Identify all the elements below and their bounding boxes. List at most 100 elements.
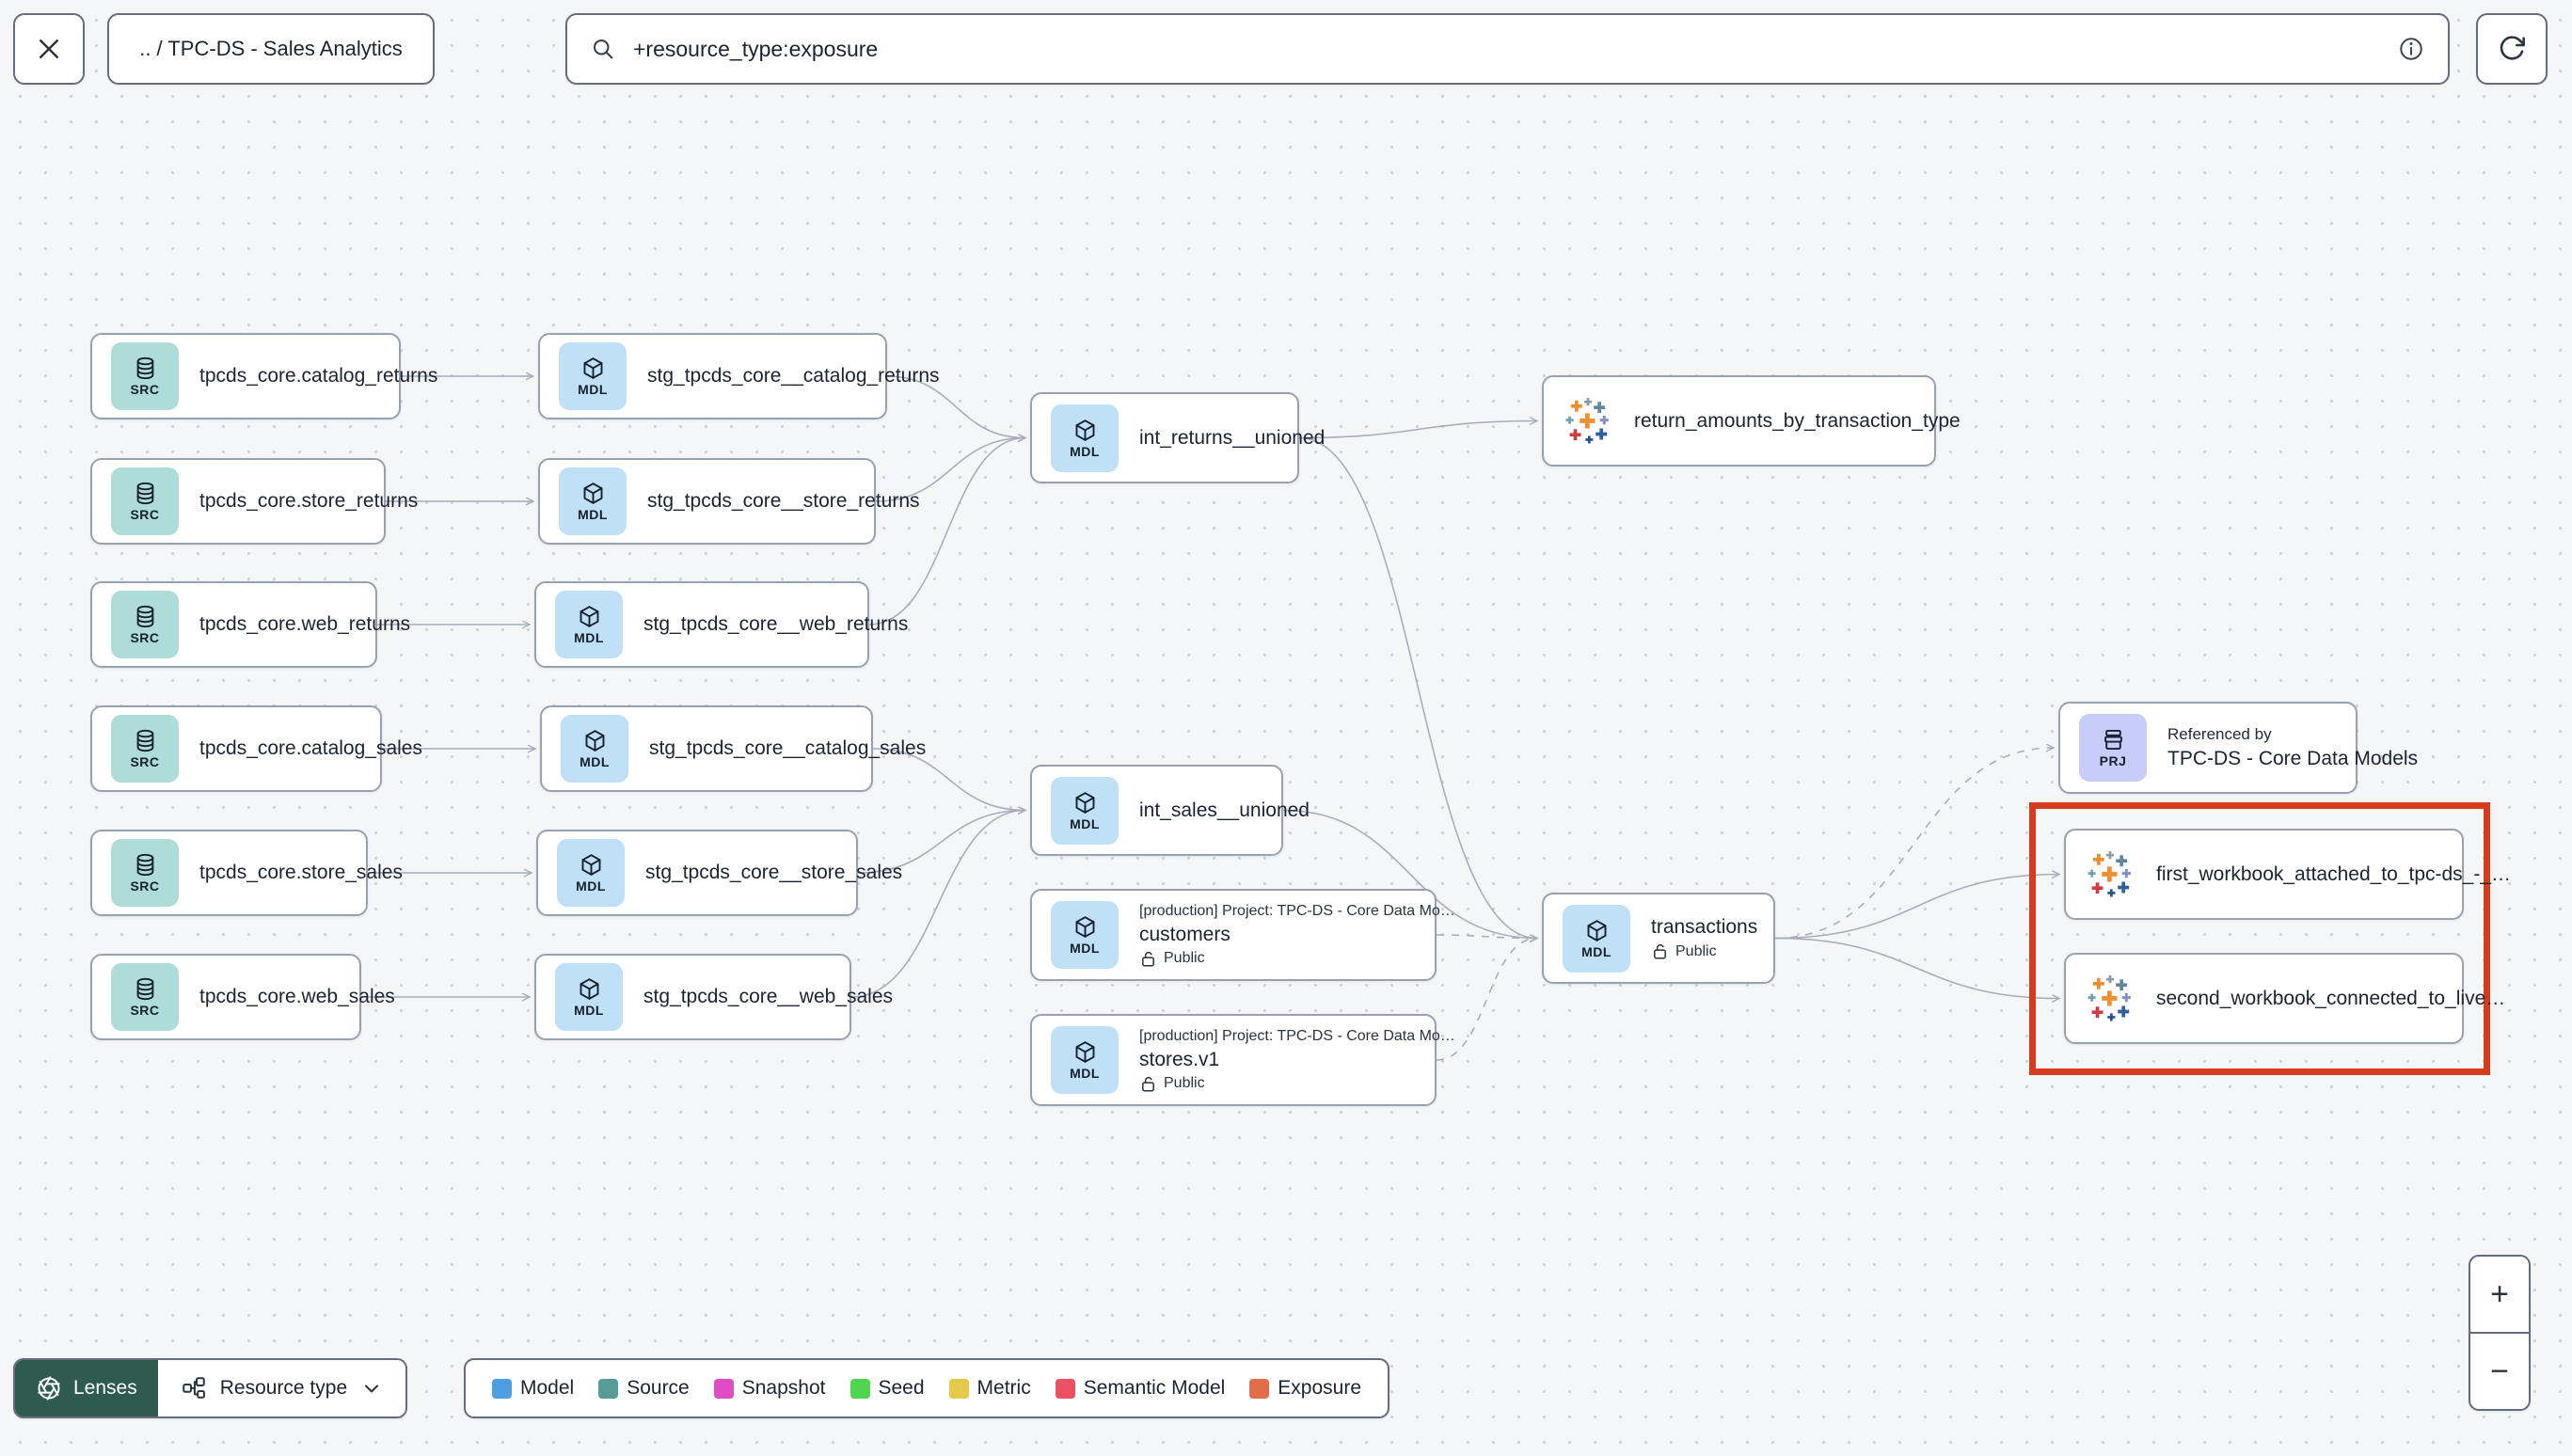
zoom-in-button[interactable]: + bbox=[2470, 1257, 2529, 1334]
resource-type-legend: Model Source Snapshot Seed Metric Semantic Mo… bbox=[464, 1358, 1390, 1418]
node-stores-v1[interactable]: MDL[production] Project: TPC-DS - Core D… bbox=[1030, 1014, 1455, 1106]
legend-label: Exposure bbox=[1278, 1377, 1362, 1399]
node-title: tpcds_core.web_sales bbox=[199, 986, 395, 1007]
cube-icon bbox=[1072, 914, 1098, 940]
node-exp-second-workbook[interactable]: second_workbook_connected_to_live… bbox=[2064, 953, 2505, 1044]
legend-item-snapshot: Snapshot bbox=[713, 1377, 826, 1400]
cube-icon bbox=[577, 976, 602, 1002]
refresh-icon bbox=[2497, 34, 2527, 64]
node-stg-store-returns[interactable]: MDL stg_tpcds_core__store_returns bbox=[538, 458, 920, 545]
search-input[interactable] bbox=[631, 35, 2382, 63]
database-icon bbox=[133, 728, 158, 753]
chevron-down-icon bbox=[360, 1377, 383, 1400]
aperture-icon bbox=[36, 1375, 62, 1401]
edge-stg_store_returns-to-int_returns bbox=[875, 438, 1025, 502]
lock-open-icon bbox=[1651, 942, 1669, 960]
lenses-button[interactable]: Lenses bbox=[15, 1360, 158, 1416]
zoom-controls: + − bbox=[2469, 1255, 2531, 1411]
lenses-control-group: Lenses Resource type bbox=[13, 1358, 408, 1418]
mdl-badge: MDL bbox=[559, 342, 627, 410]
edge-int_sales-to-transactions bbox=[1282, 809, 1537, 939]
node-stg-store-sales[interactable]: MDL stg_tpcds_core__store_sales bbox=[536, 830, 903, 916]
search-icon bbox=[590, 36, 616, 62]
edge-transactions-to-exp_first_workbook bbox=[1774, 875, 2059, 940]
node-title: stg_tpcds_core__store_returns bbox=[647, 490, 920, 512]
node-customers[interactable]: MDL[production] Project: TPC-DS - Core D… bbox=[1030, 889, 1455, 981]
project-icon bbox=[2101, 727, 2126, 752]
legend-item-seed: Seed bbox=[849, 1377, 925, 1400]
node-title: stg_tpcds_core__store_sales bbox=[645, 862, 903, 883]
node-title: customers bbox=[1139, 923, 1230, 945]
lenses-label: Lenses bbox=[73, 1377, 137, 1399]
search-bar[interactable] bbox=[565, 13, 2450, 85]
mdl-badge: MDL bbox=[555, 591, 623, 658]
node-title: tpcds_core.store_returns bbox=[199, 490, 419, 512]
database-icon bbox=[133, 481, 158, 506]
legend-item-model: Model bbox=[492, 1377, 574, 1400]
tableau-icon bbox=[2085, 849, 2135, 900]
resource-type-icon bbox=[181, 1375, 207, 1401]
referenced-by-label: Referenced by bbox=[2167, 725, 2272, 743]
legend-label: Source bbox=[627, 1377, 690, 1399]
zoom-out-button[interactable]: − bbox=[2490, 1353, 2509, 1389]
breadcrumb[interactable]: .. / TPC-DS - Sales Analytics bbox=[107, 13, 435, 85]
close-button[interactable] bbox=[13, 13, 85, 85]
cube-icon bbox=[1584, 918, 1610, 943]
edge-stg_web_returns-to-int_returns bbox=[868, 438, 1025, 625]
node-title: stg_tpcds_core__web_returns bbox=[643, 613, 909, 635]
node-int-returns[interactable]: MDL int_returns__unioned bbox=[1030, 392, 1326, 483]
node-exp-return-amounts[interactable]: return_amounts_by_transaction_type bbox=[1542, 375, 1961, 467]
info-icon[interactable] bbox=[2397, 35, 2425, 63]
resource-type-dropdown[interactable]: Resource type bbox=[157, 1360, 406, 1416]
cube-icon bbox=[577, 604, 602, 629]
node-title: tpcds_core.catalog_returns bbox=[199, 365, 438, 387]
legend-label: Metric bbox=[976, 1377, 1031, 1399]
cube-icon bbox=[580, 481, 606, 506]
legend-item-exposure: Exposure bbox=[1249, 1377, 1361, 1400]
refresh-button[interactable] bbox=[2476, 13, 2548, 85]
legend-item-semantic-model: Semantic Model bbox=[1055, 1377, 1226, 1400]
edge-transactions-to-referenced_project bbox=[1774, 748, 2054, 940]
mdl-badge: MDL bbox=[557, 839, 625, 907]
cube-icon bbox=[1072, 1039, 1098, 1065]
legend-swatch bbox=[1055, 1378, 1075, 1399]
legend-swatch bbox=[1249, 1378, 1270, 1399]
mdl-badge: MDL bbox=[555, 963, 623, 1031]
access-label: Public bbox=[1651, 942, 1754, 960]
mdl-badge: MDL bbox=[559, 467, 627, 535]
legend-item-metric: Metric bbox=[948, 1377, 1031, 1400]
cube-icon bbox=[1072, 790, 1098, 815]
legend-label: Model bbox=[520, 1377, 575, 1399]
src-badge: SRC bbox=[111, 591, 179, 658]
node-exp-first-workbook[interactable]: first_workbook_attached_to_tpc-ds_-_… bbox=[2064, 829, 2511, 920]
edge-stores_v1-to-transactions bbox=[1436, 939, 1537, 1061]
legend-swatch bbox=[713, 1378, 734, 1399]
mdl-badge: MDL bbox=[1051, 404, 1119, 472]
node-stg-web-returns[interactable]: MDL stg_tpcds_core__web_returns bbox=[534, 581, 909, 668]
legend-label: Snapshot bbox=[741, 1377, 826, 1399]
edge-stg_store_sales-to-int_sales bbox=[857, 811, 1025, 874]
edge-transactions-to-exp_second_workbook bbox=[1774, 937, 2059, 999]
resource-type-label: Resource type bbox=[219, 1377, 348, 1399]
tableau-icon bbox=[1563, 396, 1613, 447]
access-label: Public bbox=[1139, 1075, 1416, 1093]
tableau-icon bbox=[2085, 973, 2135, 1024]
legend-swatch bbox=[598, 1378, 619, 1399]
legend-label: Semantic Model bbox=[1083, 1377, 1226, 1399]
node-title: tpcds_core.catalog_sales bbox=[199, 737, 422, 759]
legend-swatch bbox=[492, 1378, 512, 1399]
node-title: int_returns__unioned bbox=[1139, 426, 1326, 449]
